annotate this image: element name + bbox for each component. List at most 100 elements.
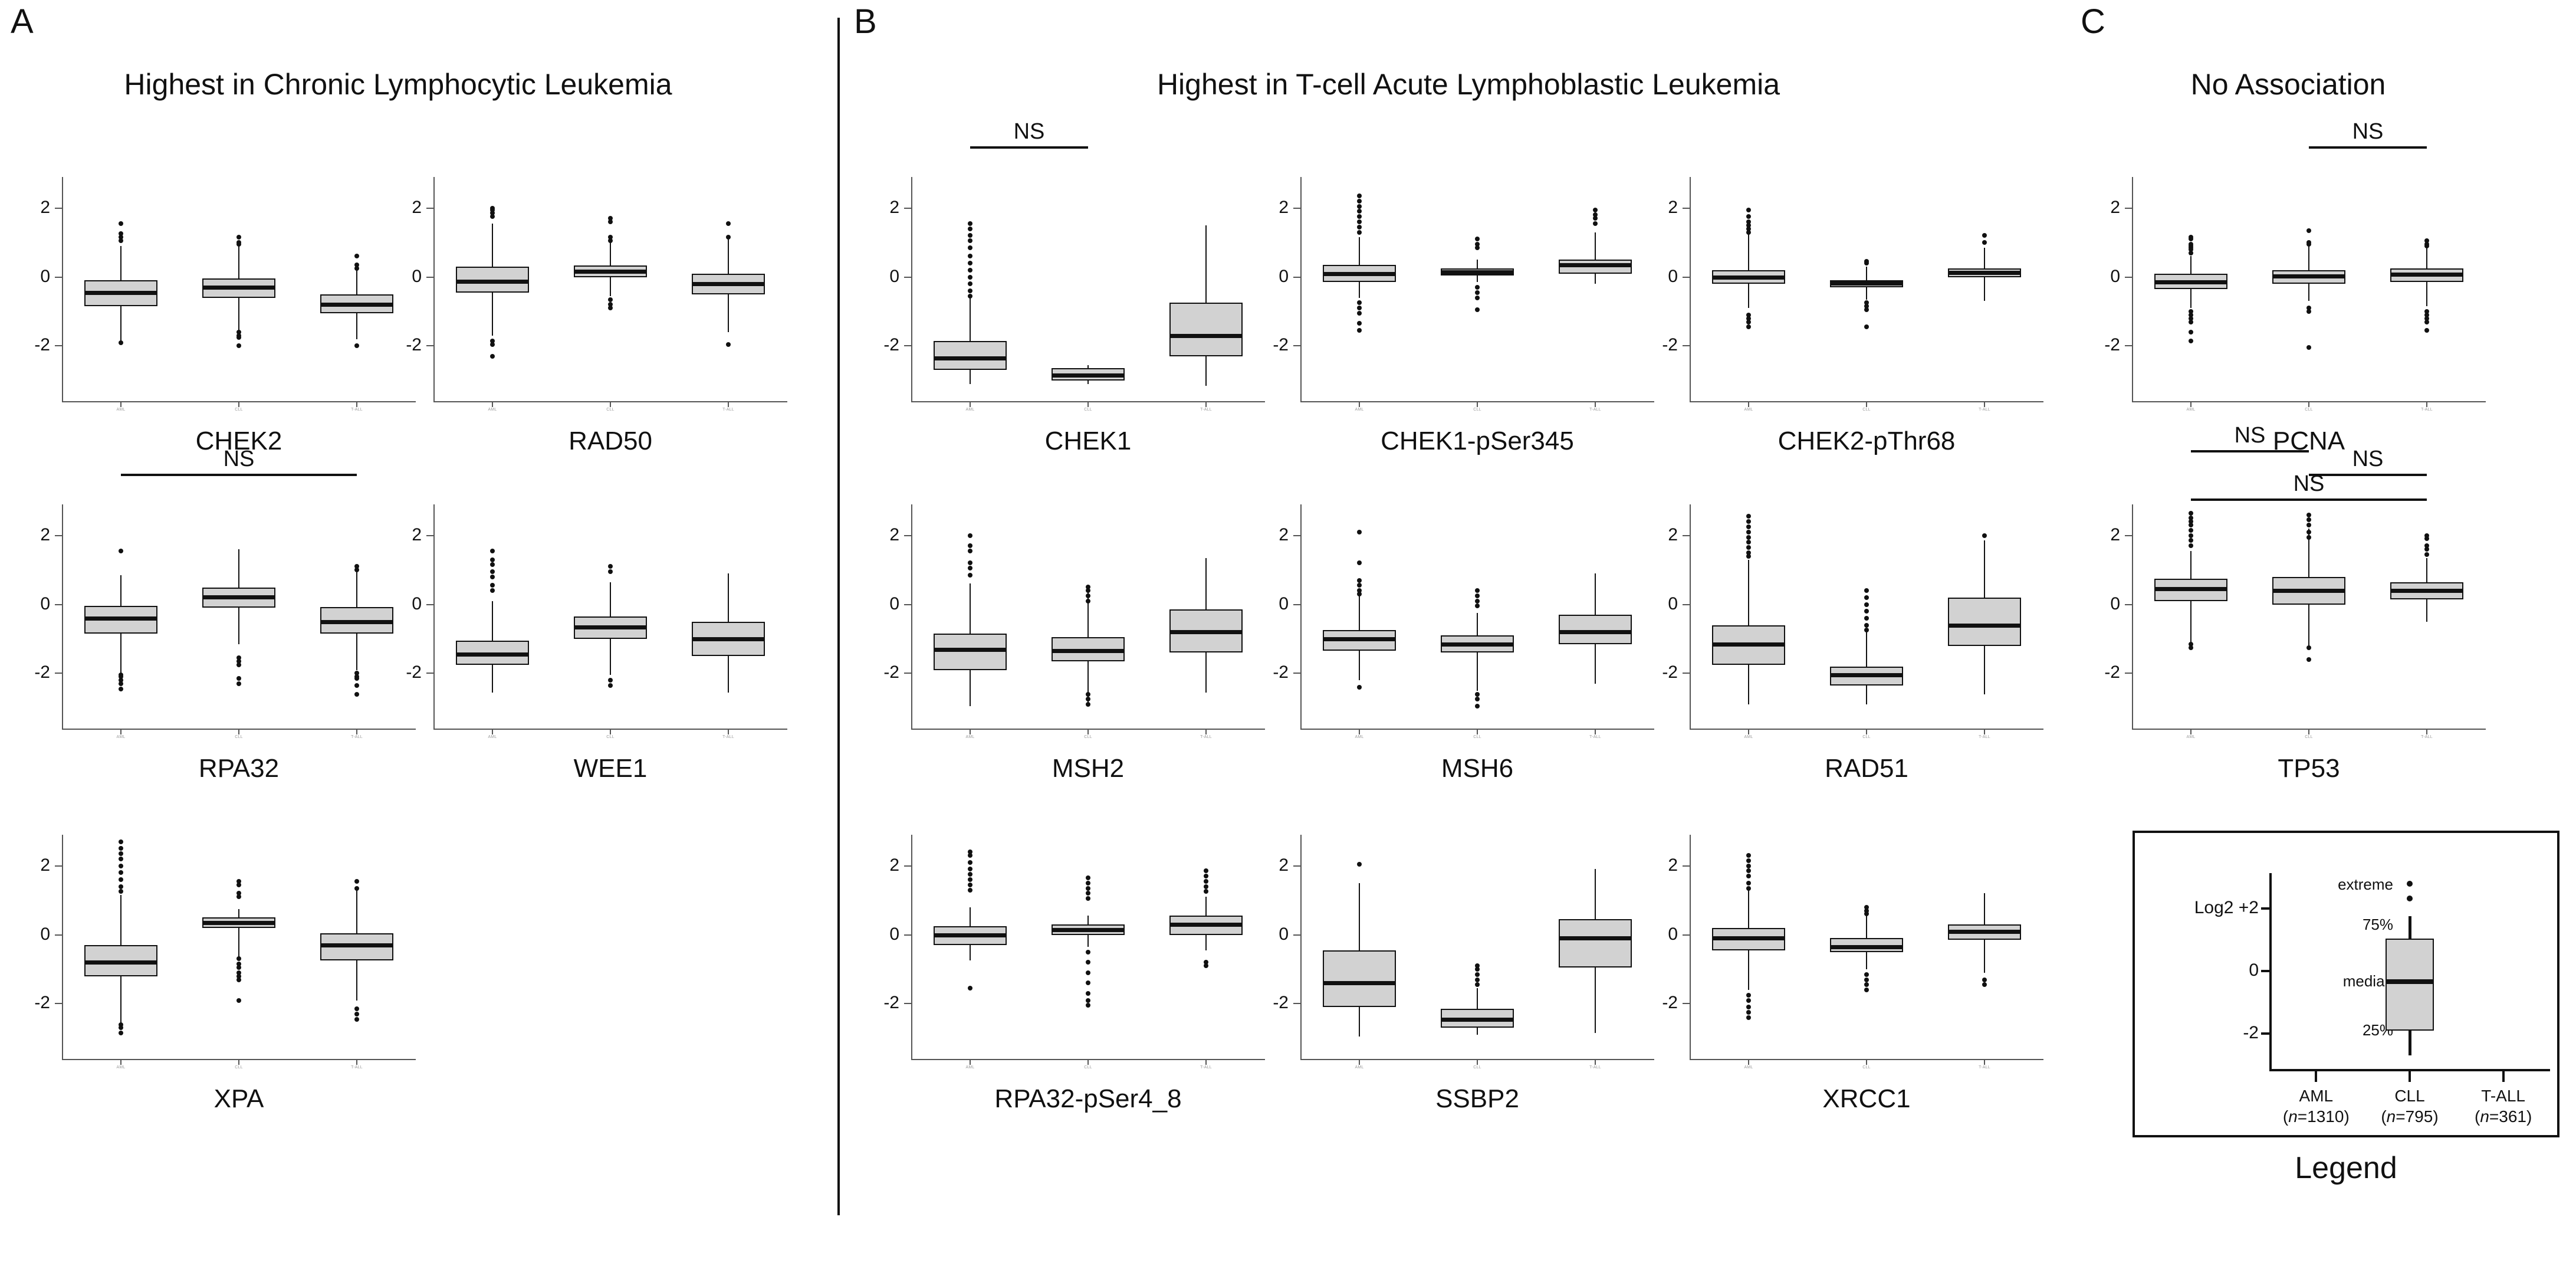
outlier-point bbox=[119, 231, 123, 237]
y-tick-mark bbox=[1293, 673, 1300, 674]
x-tick-mark bbox=[2308, 401, 2309, 407]
outlier-point bbox=[968, 293, 972, 299]
outlier-point bbox=[2424, 328, 2429, 333]
outlier-point bbox=[490, 211, 495, 216]
box-rect bbox=[934, 634, 1007, 670]
median-line bbox=[1948, 623, 2021, 628]
legend-y-tick-mark bbox=[2261, 970, 2269, 972]
x-tick-mark bbox=[1205, 729, 1207, 734]
y-tick-mark bbox=[426, 276, 433, 278]
y-tick-label: 0 bbox=[1668, 593, 1678, 614]
gene-label-rad50: RAD50 bbox=[569, 427, 652, 455]
y-tick-mark bbox=[1293, 276, 1300, 278]
y-tick-mark bbox=[2125, 345, 2132, 347]
y-tick-label: 2 bbox=[40, 197, 50, 217]
legend-y-tick-label: 0 bbox=[2249, 960, 2259, 980]
y-axis-line bbox=[1690, 835, 1691, 1059]
outlier-point bbox=[1746, 514, 1751, 519]
outlier-point bbox=[726, 342, 731, 347]
outlier-point bbox=[2424, 238, 2429, 244]
y-tick-label: 2 bbox=[1668, 197, 1678, 217]
x-tick-label-cll: CLL bbox=[1862, 735, 1871, 739]
y-tick-mark bbox=[55, 934, 62, 936]
x-tick-label-cll: CLL bbox=[2305, 735, 2313, 739]
legend-annotation-median: median bbox=[2342, 972, 2393, 990]
y-tick-label: -2 bbox=[34, 993, 50, 1013]
median-line bbox=[1830, 281, 1903, 286]
x-tick-label-aml: AML bbox=[488, 408, 497, 412]
outlier-point bbox=[354, 1012, 359, 1016]
outlier-point bbox=[1475, 691, 1480, 697]
outlier-point bbox=[1864, 911, 1869, 917]
box-rect bbox=[1169, 303, 1243, 356]
median-line bbox=[2390, 589, 2463, 593]
y-tick-label: -2 bbox=[34, 662, 50, 683]
x-tick-label-cll: CLL bbox=[606, 408, 615, 412]
legend-x-tick-label-t-all: T-ALL(n=361) bbox=[2475, 1087, 2532, 1126]
outlier-point bbox=[608, 302, 613, 307]
y-tick-label: 2 bbox=[2110, 197, 2120, 217]
y-tick-label: 0 bbox=[40, 593, 50, 614]
outlier-point bbox=[1357, 209, 1362, 214]
gene-label-chek2-pthr68: CHEK2-pThr68 bbox=[1777, 427, 1956, 455]
x-tick-label-aml: AML bbox=[2186, 408, 2196, 412]
outlier-point bbox=[119, 877, 123, 882]
outlier-point bbox=[968, 245, 972, 250]
outlier-point bbox=[1864, 588, 1869, 593]
x-tick-label-cll: CLL bbox=[1084, 735, 1092, 739]
y-tick-label: 0 bbox=[2110, 593, 2120, 614]
x-tick-mark bbox=[2190, 729, 2191, 734]
outlier-point bbox=[236, 235, 241, 240]
outlier-point bbox=[236, 655, 241, 661]
outlier-point bbox=[608, 306, 613, 311]
median-line bbox=[2272, 274, 2345, 278]
outlier-point bbox=[608, 219, 613, 224]
outlier-point bbox=[354, 885, 359, 891]
median-line bbox=[456, 280, 529, 284]
outlier-point bbox=[1746, 880, 1751, 885]
median-line bbox=[1323, 981, 1396, 986]
outlier-point bbox=[119, 681, 123, 686]
x-tick-label-t-all: T-ALL bbox=[351, 735, 363, 739]
outlier-point bbox=[1746, 222, 1751, 228]
y-tick-label: 2 bbox=[412, 524, 422, 545]
y-tick-label: 0 bbox=[1279, 924, 1289, 944]
outlier-point bbox=[1746, 863, 1751, 868]
box-rect bbox=[1559, 615, 1632, 644]
outlier-point bbox=[608, 235, 613, 240]
y-tick-mark bbox=[426, 345, 433, 347]
outlier-point bbox=[2306, 523, 2311, 528]
outlier-point bbox=[1086, 593, 1090, 598]
outlier-point bbox=[1357, 592, 1362, 596]
x-tick-mark bbox=[1205, 401, 1207, 407]
outlier-point bbox=[236, 681, 241, 686]
outlier-point bbox=[1746, 316, 1751, 321]
panel-title-c: No Association bbox=[2190, 68, 2386, 101]
y-tick-label: 0 bbox=[1668, 266, 1678, 286]
x-tick-mark bbox=[238, 729, 239, 734]
outlier-point bbox=[968, 288, 972, 293]
median-line bbox=[84, 616, 157, 621]
median-line bbox=[1169, 923, 1243, 927]
outlier-point bbox=[1357, 328, 1362, 333]
legend-x-tick-mark bbox=[2502, 1071, 2505, 1082]
outlier-point bbox=[968, 261, 972, 266]
outlier-point bbox=[608, 238, 613, 244]
outlier-point bbox=[236, 970, 241, 975]
outlier-point bbox=[1746, 1010, 1751, 1015]
outlier-point bbox=[1746, 524, 1751, 529]
x-tick-mark bbox=[1866, 1059, 1867, 1065]
median-line bbox=[1323, 271, 1396, 276]
outlier-point bbox=[1864, 304, 1869, 309]
outlier-point bbox=[1982, 982, 1987, 988]
outlier-point bbox=[119, 686, 123, 691]
outlier-point bbox=[1593, 212, 1598, 218]
outlier-point bbox=[968, 274, 972, 280]
y-axis-line bbox=[433, 177, 435, 401]
x-tick-mark bbox=[1984, 401, 1985, 407]
outlier-point bbox=[1357, 588, 1362, 593]
outlier-point bbox=[2424, 536, 2429, 542]
x-tick-label-aml: AML bbox=[116, 735, 126, 739]
